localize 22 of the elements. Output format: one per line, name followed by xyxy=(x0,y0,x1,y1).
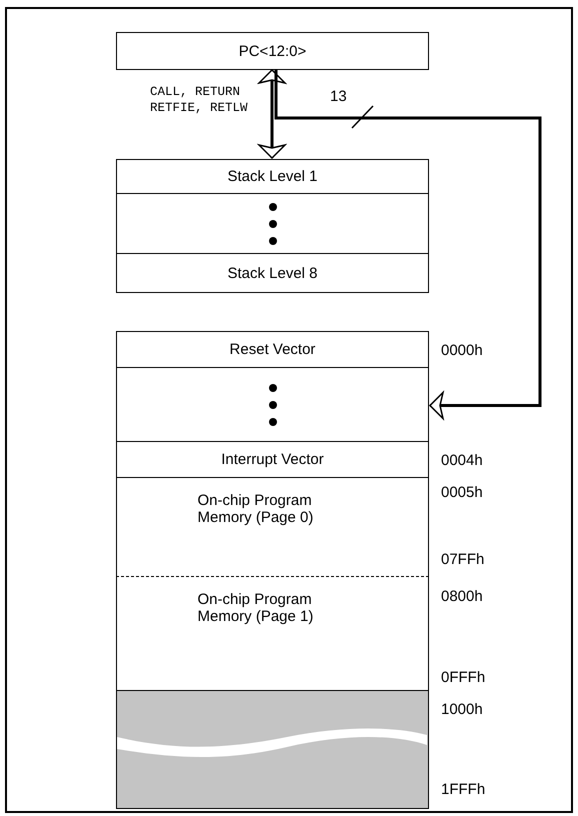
region-label: On-chip Program Memory (Page 0) xyxy=(198,492,314,526)
address-label: 1000h xyxy=(441,701,483,718)
stack-row xyxy=(116,193,429,254)
region-label: On-chip Program Memory (Page 1) xyxy=(198,591,314,625)
memory-row: Reset Vector xyxy=(116,331,429,368)
unimplemented-memory-block xyxy=(116,690,429,809)
address-label: 0800h xyxy=(441,588,483,605)
arrow xyxy=(258,69,286,159)
address-label: 07FFh xyxy=(441,551,484,568)
address-label: 0004h xyxy=(441,452,483,469)
memory-region xyxy=(116,477,429,577)
arrow xyxy=(274,70,542,420)
address-label: 1FFFh xyxy=(441,781,486,798)
address-label: 0005h xyxy=(441,484,483,501)
address-label: 0FFFh xyxy=(441,669,486,686)
memory-row: Interrupt Vector xyxy=(116,441,429,478)
pc-register-box: PC<12:0> xyxy=(116,32,429,70)
address-label: 0000h xyxy=(441,342,483,359)
stack-row: Stack Level 8 xyxy=(116,253,429,293)
memory-region xyxy=(116,576,429,691)
memory-row xyxy=(116,367,429,442)
stack-row: Stack Level 1 xyxy=(116,159,429,194)
